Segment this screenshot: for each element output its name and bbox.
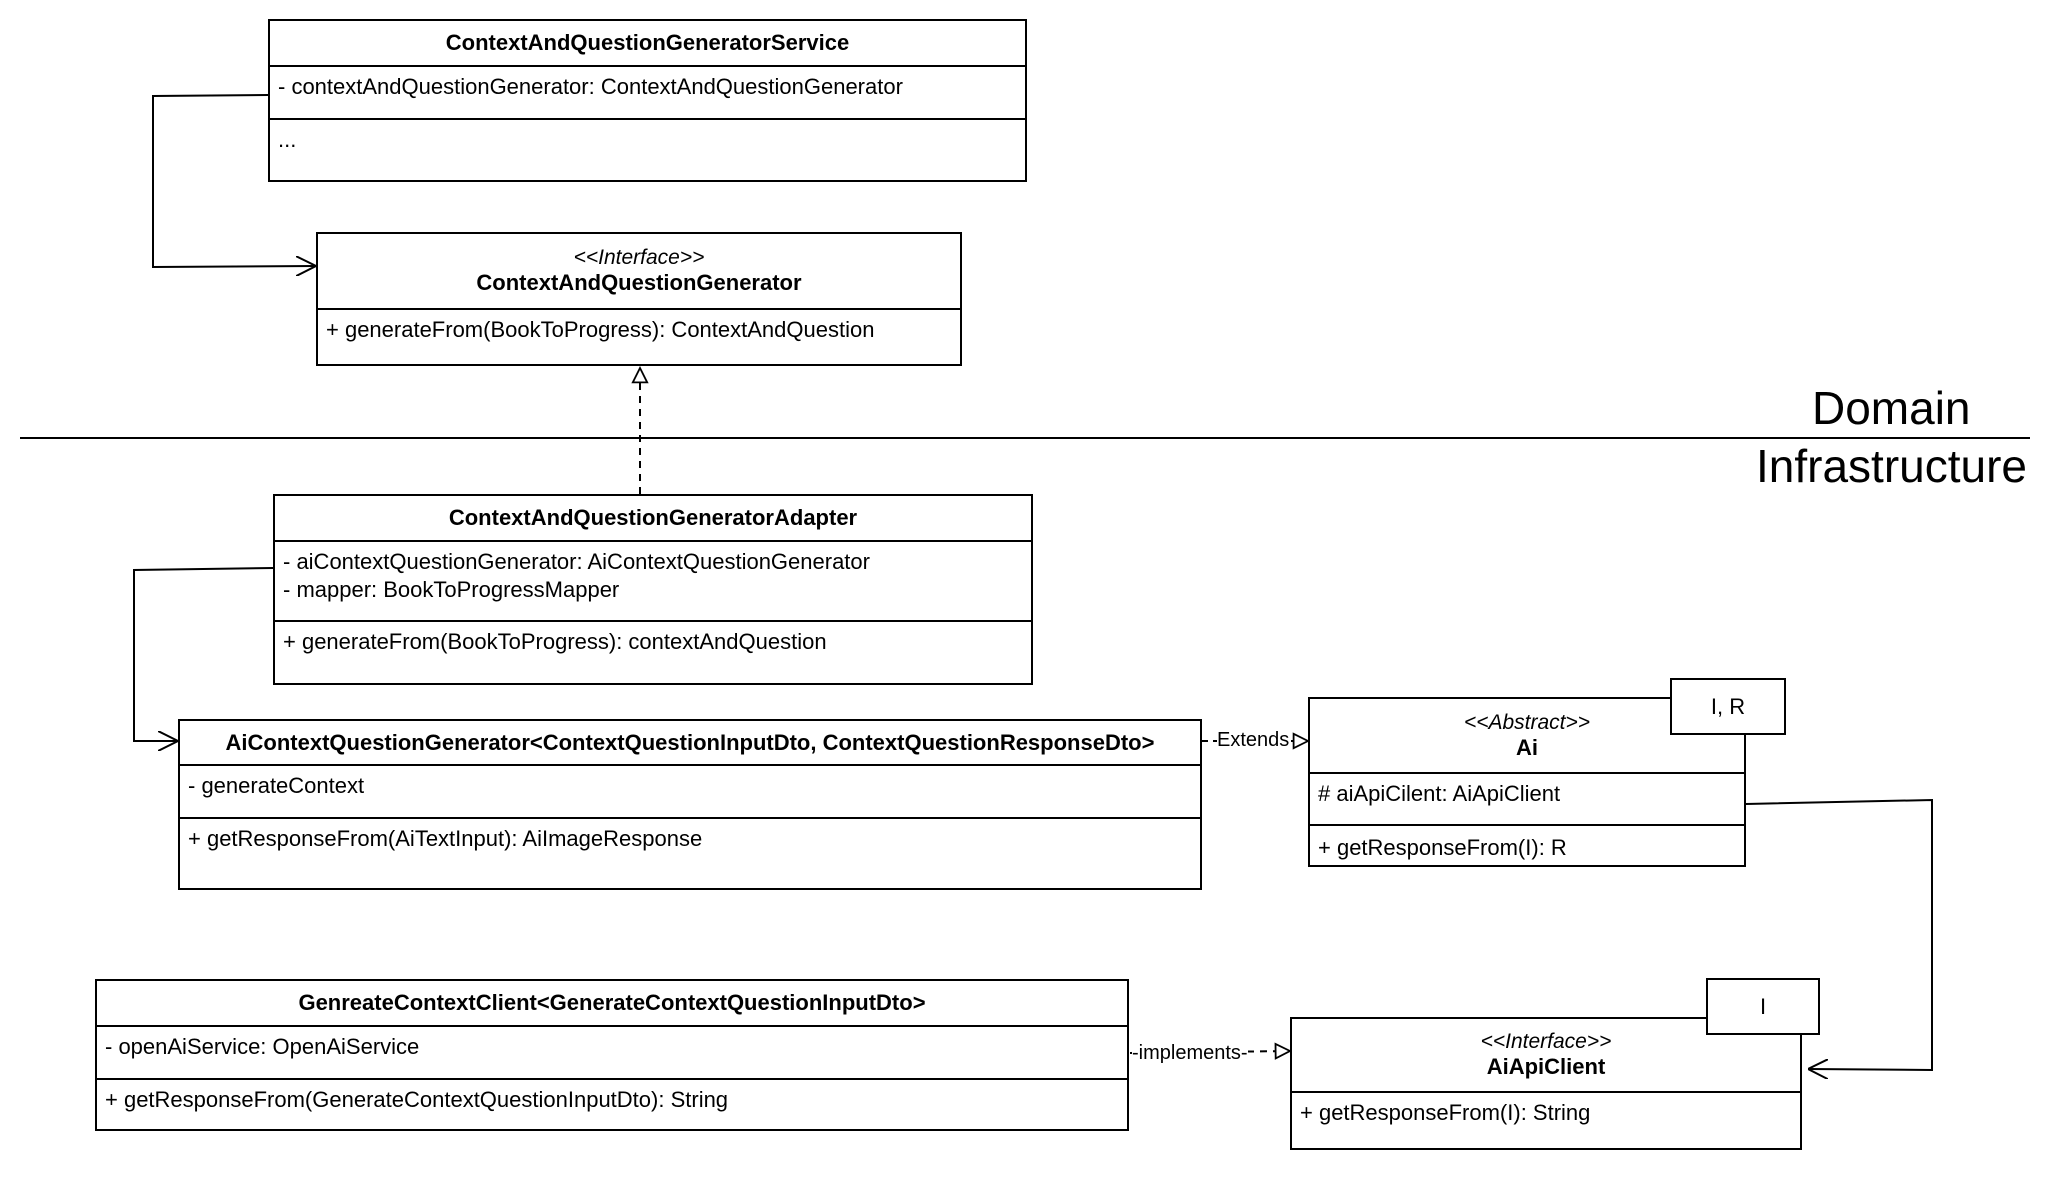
- abstract-class-ai[interactable]: <<Abstract>> Ai # aiApiCilent: AiApiClie…: [1308, 697, 1746, 867]
- interface-context-and-question-generator[interactable]: <<Interface>> ContextAndQuestionGenerato…: [316, 232, 962, 366]
- method: + generateFrom(BookToProgress): contextA…: [283, 629, 827, 654]
- method: ...: [278, 127, 297, 152]
- class-header: <<Interface>> ContextAndQuestionGenerato…: [318, 234, 960, 310]
- class-name: GenreateContextClient<GenerateContextQue…: [298, 990, 926, 1015]
- class-header: GenreateContextClient<GenerateContextQue…: [97, 981, 1127, 1027]
- method: + getResponseFrom(I): R: [1318, 835, 1567, 860]
- method: + getResponseFrom(GenerateContextQuestio…: [105, 1087, 729, 1112]
- class-header: AiContextQuestionGenerator<ContextQuesti…: [180, 721, 1200, 766]
- method: + generateFrom(BookToProgress): ContextA…: [326, 317, 875, 342]
- association-service-to-generator: [152, 94, 316, 267]
- attribute: - generateContext: [188, 773, 365, 798]
- class-name: ContextAndQuestionGeneratorService: [445, 30, 850, 55]
- class-context-and-question-generator-service[interactable]: ContextAndQuestionGeneratorService - con…: [268, 19, 1027, 182]
- attributes-section: # aiApiCilent: AiApiClient: [1310, 774, 1744, 826]
- attributes-section: - aiContextQuestionGenerator: AiContextQ…: [275, 542, 1031, 622]
- attributes-section: - contextAndQuestionGenerator: ContextAn…: [270, 67, 1025, 120]
- methods-section: + getResponseFrom(AiTextInput): AiImageR…: [180, 819, 1200, 853]
- methods-section: ...: [270, 120, 1025, 154]
- stereotype: <<Abstract>>: [1463, 710, 1591, 734]
- methods-section: + getResponseFrom(I): String: [1292, 1093, 1800, 1127]
- class-header: <<Abstract>> Ai: [1310, 699, 1744, 774]
- template-parameter-box: I: [1706, 978, 1820, 1035]
- attribute: - openAiService: OpenAiService: [105, 1034, 420, 1059]
- stereotype: <<Interface>>: [573, 246, 705, 269]
- attribute: - mapper: BookToProgressMapper: [283, 577, 620, 602]
- methods-section: + generateFrom(BookToProgress): contextA…: [275, 622, 1031, 656]
- method: + getResponseFrom(I): String: [1300, 1100, 1591, 1125]
- methods-section: + getResponseFrom(I): R: [1310, 826, 1744, 862]
- class-name: ContextAndQuestionGeneratorAdapter: [448, 505, 858, 530]
- domain-layer-label: Domain: [1812, 382, 1971, 434]
- attribute: - contextAndQuestionGenerator: ContextAn…: [278, 74, 903, 99]
- methods-section: + generateFrom(BookToProgress): ContextA…: [318, 310, 960, 344]
- stereotype: <<Interface>>: [1480, 1030, 1612, 1053]
- association-adapter-to-ai-context: [133, 567, 274, 741]
- attribute: - aiContextQuestionGenerator: AiContextQ…: [283, 549, 870, 574]
- class-name: ContextAndQuestionGenerator: [476, 270, 802, 295]
- class-header: <<Interface>> AiApiClient: [1292, 1019, 1800, 1093]
- attributes-section: - generateContext: [180, 766, 1200, 819]
- class-header: ContextAndQuestionGeneratorService: [270, 21, 1025, 67]
- class-name: AiApiClient: [1486, 1054, 1606, 1079]
- attributes-section: - openAiService: OpenAiService: [97, 1027, 1127, 1080]
- interface-ai-api-client[interactable]: <<Interface>> AiApiClient + getResponseF…: [1290, 1017, 1802, 1150]
- attribute: # aiApiCilent: AiApiClient: [1318, 781, 1561, 806]
- infrastructure-layer-label: Infrastructure: [1756, 440, 2027, 492]
- class-ai-context-question-generator[interactable]: AiContextQuestionGenerator<ContextQuesti…: [178, 719, 1202, 890]
- implements-label: -implements-: [1132, 1042, 1248, 1064]
- class-header: ContextAndQuestionGeneratorAdapter: [275, 496, 1031, 542]
- methods-section: + getResponseFrom(GenerateContextQuestio…: [97, 1080, 1127, 1114]
- extends-label: Extends: [1217, 729, 1290, 751]
- class-genreate-context-client[interactable]: GenreateContextClient<GenerateContextQue…: [95, 979, 1129, 1131]
- association-ai-to-api-client: [1745, 798, 1933, 1070]
- class-name: Ai: [1516, 734, 1538, 760]
- class-context-and-question-generator-adapter[interactable]: ContextAndQuestionGeneratorAdapter - aiC…: [273, 494, 1033, 685]
- class-name: AiContextQuestionGenerator<ContextQuesti…: [225, 729, 1155, 755]
- method: + getResponseFrom(AiTextInput): AiImageR…: [188, 826, 703, 851]
- template-parameter-box: I, R: [1670, 678, 1786, 735]
